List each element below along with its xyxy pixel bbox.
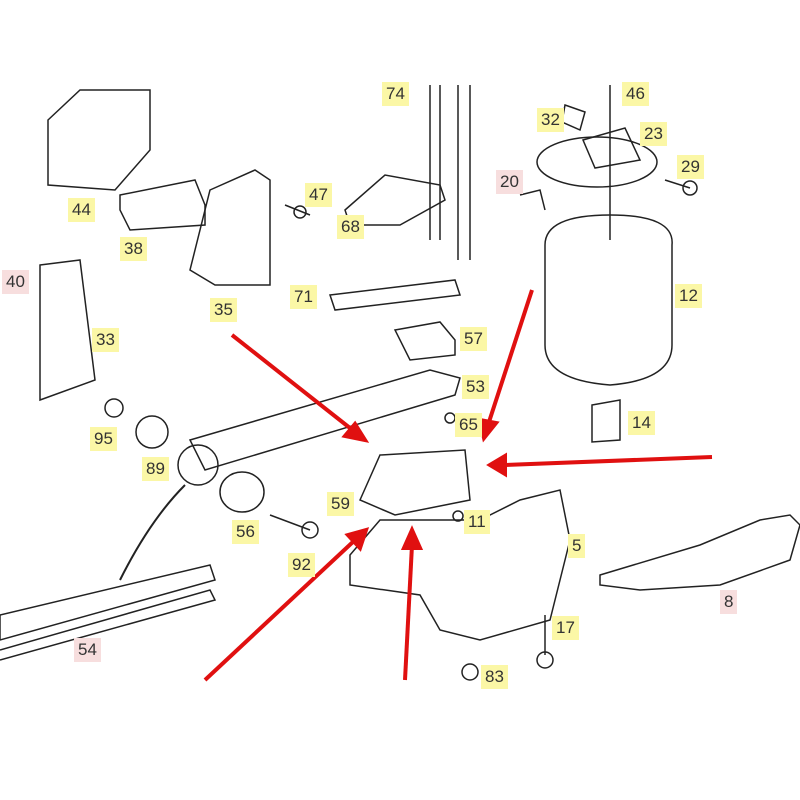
spring-54 [0,564,217,661]
label-29: 29 [677,155,704,179]
label-33: 33 [92,328,119,352]
stud-74b [457,85,471,260]
label-20: 20 [496,170,523,194]
red-arrow-1 [230,333,357,434]
curved-arrow [119,484,186,581]
label-83: 83 [481,665,508,689]
axle-8 [599,514,800,591]
nut-83 [461,663,479,681]
label-71: 71 [290,285,317,309]
red-arrow-3 [504,455,713,467]
red-arrow-5 [403,544,414,681]
label-92: 92 [288,553,315,577]
label-17: 17 [552,616,579,640]
label-38: 38 [120,237,147,261]
label-11: 11 [464,510,490,534]
plate-71 [328,279,462,311]
block-38 [119,179,206,231]
air-bellow-12 [544,214,673,386]
bracket-35 [189,169,271,286]
label-59: 59 [327,492,354,516]
bolt-29 [664,179,691,189]
bush-56 [219,471,265,513]
red-arrow-4 [203,538,357,682]
label-14: 14 [628,411,655,435]
bushing-95 [104,398,124,418]
leaf-spring-53 [188,369,461,471]
label-32: 32 [537,108,564,132]
label-12: 12 [675,284,702,308]
label-54: 54 [74,638,101,662]
spacer-14 [591,399,621,443]
label-23: 23 [640,122,667,146]
bracket-33 [39,259,96,402]
eye-bush [177,444,219,486]
spacer-57 [393,321,456,361]
bolt-92 [269,514,311,531]
bracket-23 [581,127,642,169]
red-arrow-2 [486,289,534,426]
nut-32 [561,104,586,132]
carrier-5 [349,489,571,641]
mount-59 [359,449,471,516]
label-40: 40 [2,270,29,294]
label-44: 44 [68,198,95,222]
label-35: 35 [210,298,237,322]
label-46: 46 [622,82,649,106]
label-53: 53 [462,375,489,399]
clip-20 [519,189,546,211]
label-95: 95 [90,427,117,451]
label-74: 74 [382,82,409,106]
label-47: 47 [305,183,332,207]
label-89: 89 [142,457,169,481]
bushing-89 [135,415,169,449]
label-8: 8 [720,590,738,614]
label-5: 5 [568,534,586,558]
plate-23 [536,136,658,188]
label-57: 57 [460,327,487,351]
label-65: 65 [455,413,482,437]
pin-11 [452,510,464,522]
label-56: 56 [232,520,259,544]
bracket-44 [47,89,151,191]
pin-65 [444,412,456,424]
stud-74a [429,85,441,240]
label-68: 68 [337,215,364,239]
